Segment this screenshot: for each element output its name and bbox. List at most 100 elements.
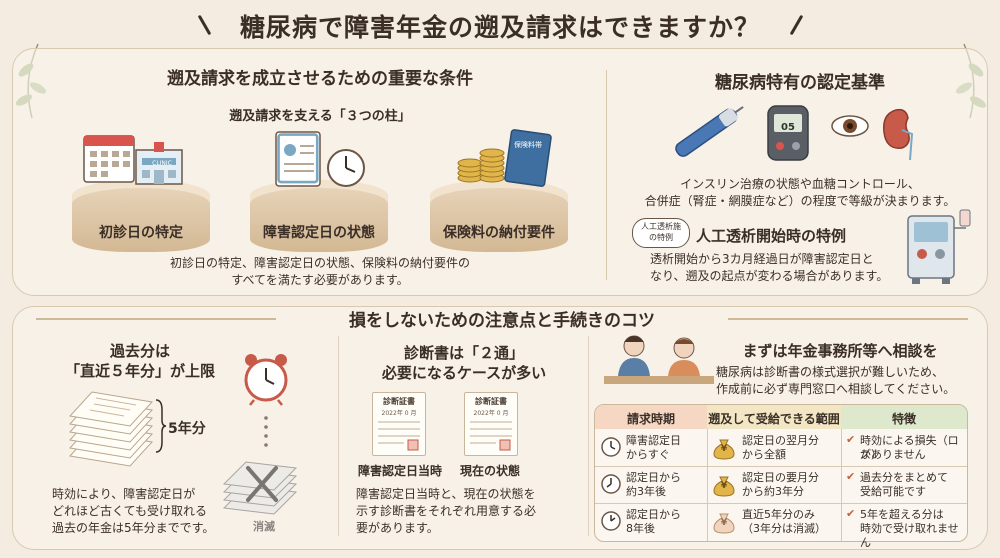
range-cell: （3年分は消滅） (742, 522, 826, 535)
diagnosis-note-line2: 示す診断書をそれぞれ用意する必 (356, 504, 537, 518)
timing-cell: 障害認定日 (626, 434, 681, 447)
diagnosis-heading-line1: 診断書は「２通」 (403, 344, 524, 362)
years-label: 5年分 (168, 421, 206, 437)
timing-cell: 8年後 (626, 522, 655, 535)
doc-title: 診断証書 (383, 397, 415, 406)
timing-cell: 認定日から (626, 471, 681, 484)
clinic-sign: CLINIC (152, 160, 172, 167)
table-col-rule (841, 429, 842, 541)
glucose-meter-display: 05 (781, 122, 795, 133)
dialysis-badge (632, 218, 690, 248)
check-icon: ✔ (846, 507, 856, 520)
table-row-rule (595, 503, 967, 504)
table-header-feature: 特徴 (841, 405, 967, 429)
bottom-divider-1 (338, 336, 339, 536)
tips-heading: 損をしないための注意点と手続きのコツ (349, 311, 655, 331)
table-header-range: 遡及して受給できる範囲 (707, 405, 841, 429)
past-heading-line1: 過去分は (109, 342, 170, 360)
doc-lines-icon (470, 421, 512, 451)
timing-cell: からすぐ (626, 448, 670, 461)
bottom-divider-2 (588, 336, 589, 536)
pillar-label: 保険料の納付要件 (443, 225, 555, 241)
feature-cell: がありません (860, 448, 926, 461)
consultation-icon (604, 335, 714, 384)
money-bag-icon (713, 439, 735, 460)
dialysis-line2: なり、遡及の起点が変わる場合があります。 (650, 269, 889, 283)
doc-title: 診断証書 (475, 397, 507, 406)
bottom-heading-rule-right (728, 318, 968, 320)
expired-papers-icon (222, 461, 298, 515)
past-note-line3: 過去の年金は5年分までです。 (52, 521, 215, 535)
check-icon: ✔ (846, 433, 856, 446)
calendar-clinic-icon (83, 135, 183, 185)
dialysis-machine-icon (907, 209, 971, 284)
coins-book-icon (457, 129, 552, 187)
conditions-note-line2: すべてを満たす必要があります。 (231, 273, 409, 287)
badge-line1: 人工透析施 (641, 222, 681, 231)
diagnosis-note-line1: 障害認定日当時と、現在の状態を (356, 487, 536, 501)
consult-note-line1: 糖尿病は診断書の様式選択が難しいため、 (716, 365, 945, 379)
pillar-pedestal (430, 180, 568, 252)
feature-cell: 受給可能です (860, 485, 926, 498)
diagnosis-heading-line2: 必要になるケースが多い (381, 364, 547, 382)
pillar-label: 初診日の特定 (99, 225, 183, 241)
timing-cell: 認定日から (626, 508, 681, 521)
doc-label-current: 現在の状態 (459, 464, 520, 478)
alarm-clock-icon (244, 354, 288, 406)
feature-cell: 時効による損失（ロス） (860, 434, 959, 461)
timing-cell: 約3年後 (626, 485, 666, 498)
diabetes-criteria-heading: 糖尿病特有の認定基準 (715, 73, 885, 93)
feature-cell: 過去分をまとめて (860, 471, 948, 484)
doc-date: 2022年 0 月 (473, 410, 509, 417)
lost-label: 消滅 (253, 520, 275, 533)
page-title: 糖尿病で障害年金の遡及請求はできますか？ (239, 13, 760, 42)
check-icon: ✔ (846, 470, 856, 483)
coin-mark: ¥ (720, 481, 728, 491)
past-note-line2: どれほど古くても受け取れる (52, 504, 208, 518)
pillar-label: 障害認定日の状態 (263, 225, 375, 241)
consult-note-line2: 作成前に必ず専門窓口へ相談してください。 (716, 382, 956, 396)
table-row-rule (595, 466, 967, 467)
table-header-timing: 請求時期 (595, 405, 707, 429)
medical-items-icon (675, 105, 914, 161)
brace-icon (155, 399, 167, 453)
range-cell: 認定日の要月分 (742, 471, 819, 484)
coin-mark: ¥ (720, 444, 728, 454)
criteria-line1: インスリン治療の状態や血糖コントロール、 (680, 177, 920, 191)
range-cell: から約3年分 (742, 485, 804, 498)
clock-icon (601, 474, 621, 494)
money-bag-icon (713, 476, 735, 497)
feature-cell: 5年を超える分は (860, 508, 944, 521)
conditions-heading: 遡及請求を成立させるための重要な条件 (167, 69, 473, 89)
clock-icon (601, 511, 621, 531)
table-col-rule (707, 429, 708, 541)
book-label: 保険料帯 (514, 141, 542, 149)
pillar-pedestal (250, 180, 388, 252)
range-cell: 直近5年分のみ (742, 508, 815, 521)
range-cell: 認定日の翌月分 (742, 434, 819, 447)
conditions-note-line1: 初診日の特定、障害認定日の状態、保険料の納付要件の (169, 256, 470, 270)
dotted-line-icon (264, 416, 268, 447)
certificate-document (372, 392, 426, 456)
coin-mark: ¥ (720, 518, 728, 528)
pillar-pedestal (72, 180, 210, 252)
range-cell: から全額 (742, 448, 786, 461)
dialysis-heading: 人工透析開始時の特例 (696, 227, 847, 245)
certificate-clock-icon (275, 131, 365, 187)
paper-stack-icon (69, 391, 153, 467)
past-heading-line2: 「直近５年分」が上限 (64, 362, 215, 380)
badge-line2: の特例 (649, 233, 673, 242)
top-panel-divider (606, 70, 607, 280)
doc-lines-icon (378, 421, 420, 451)
past-note-line1: 時効により、障害認定日が (52, 487, 196, 501)
pillars-subheading: 遡及請求を支える「３つの柱」 (229, 109, 411, 124)
certificate-document (464, 392, 518, 456)
criteria-line2: 合併症（腎症・網膜症など）の程度で等級が決まります。 (644, 194, 956, 208)
money-bag-icon (713, 513, 735, 534)
doc-date: 2022年 0 月 (381, 410, 417, 417)
clock-icon (601, 437, 621, 457)
consult-heading: まずは年金事務所等へ相談を (742, 342, 938, 360)
doc-label-past: 障害認定日当時 (357, 464, 442, 478)
diagnosis-note-line3: 要があります。 (356, 521, 439, 535)
dialysis-line1: 透析開始から3カ月経過日が障害認定日と (650, 252, 874, 266)
